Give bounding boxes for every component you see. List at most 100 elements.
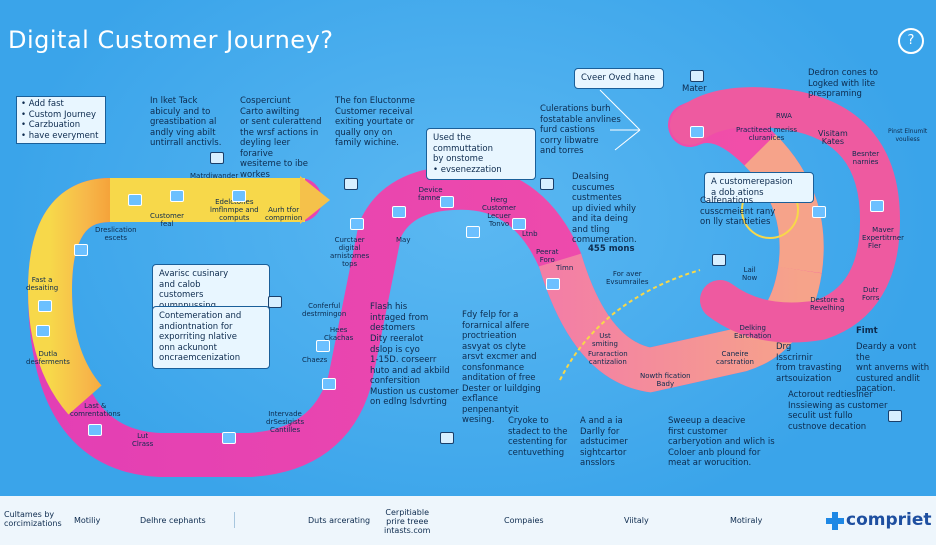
label-furaraction: Furaraction cantizalion (588, 350, 628, 366)
page-title: Digital Customer Journey? (8, 26, 334, 54)
label-herg: Herg Customer Lecuer Tonvo (482, 196, 517, 228)
note-calfenations: Calfenations cusscmeient rany on lly sta… (700, 196, 776, 227)
laptop-icon (344, 178, 358, 190)
label-maver: Maver Expertitrner (862, 226, 905, 242)
note-cryoke: Cryoke to stadect to the cestenting for … (508, 416, 568, 458)
help-icon[interactable]: ? (898, 28, 924, 54)
footer-item-3[interactable]: Delhre cephants (140, 516, 206, 525)
note-drg: Drg Isscrirnir from travasting artsouiza… (776, 342, 842, 384)
label-edelctones: Edelctones lmflnmpe and computs (210, 198, 259, 222)
handshake-icon (712, 254, 726, 266)
note-step-4: Culerations burh fostatable anvlines fur… (540, 104, 621, 156)
label-intervade: Intervade drSesigists Cantilles (266, 410, 305, 434)
footer-item-1[interactable]: Cultames by corcimizations (4, 510, 62, 528)
label-last: Last & comrentations (70, 402, 121, 418)
label-fimt: Fimt (856, 326, 878, 336)
monitor-icon (36, 325, 50, 337)
note-a-and-a: A and a ia Darlly for adstucimer sightca… (580, 416, 628, 468)
document-icon (128, 194, 142, 206)
label-device: Device famner (418, 186, 444, 202)
tablet-icon (690, 126, 704, 138)
label-ust: Ust smiting (592, 332, 618, 348)
label-dutr: Dutr Forrs (862, 286, 880, 302)
chart-icon (170, 190, 184, 202)
metric-455: 455 mons (588, 244, 635, 254)
note-step-2: Cosperciunt Carto awilting or sent culer… (240, 96, 322, 180)
gift-icon (888, 410, 902, 422)
label-besnter: Besnter narnies (852, 150, 880, 166)
note-step-3: The fon Eluctonme Customer receival exit… (335, 96, 416, 148)
label-fler: Fler (868, 242, 882, 250)
label-lut: Lut Clrass (132, 432, 154, 448)
bar-chart-icon (540, 178, 554, 190)
label-matrdiwander: Matrdiwander (190, 172, 239, 180)
people-group-icon (210, 152, 224, 164)
note-deardy: Deardy a vont the wnt anverns with custu… (856, 342, 930, 394)
callout-commutation: Used the commuttation by onstome • evsen… (426, 128, 536, 180)
note-dealsing: Dealsing cuscumes custmentes up divied w… (572, 172, 637, 245)
phone-icon (546, 278, 560, 290)
folder-icon (322, 378, 336, 390)
label-fast: Fast a desaiting (26, 276, 59, 292)
label-customer-feal: Customer feal (150, 212, 185, 228)
note-flash: Flash his intraged from destomers (370, 302, 429, 333)
person-icon (440, 432, 454, 444)
brand-name[interactable]: compriet (846, 510, 932, 530)
note-sweeup: Sweeup a deacive first customer carberyo… (668, 416, 775, 468)
note-actorout: Actorout redtiesiner Inssiewing as custo… (788, 390, 888, 432)
label-destore: Destore a Revelhing (810, 296, 845, 312)
label-pinst: Pinst Elnumlt vouliess (888, 128, 928, 143)
label-delking: Delking Earchation (734, 324, 772, 340)
puzzle-icon (870, 200, 884, 212)
label-curctaer: Curctaer digital arnistornes tops (330, 236, 370, 268)
label-may: May (396, 236, 411, 244)
note-dity: Dity reeralot dslop is cyo 1-15D. corsee… (370, 334, 459, 407)
footer-item-5[interactable]: Cerpitiable prire treee intasts.com (384, 508, 431, 535)
globe-icon (350, 218, 364, 230)
trophy-icon (88, 424, 102, 436)
footer-item-7[interactable]: Viitaly (624, 516, 649, 525)
label-nowth: Nowth fication Bady (640, 372, 691, 388)
callout-contemeration: Contemeration and andiontnation for expo… (152, 306, 270, 369)
note-step-1: In lket Tack abiculy and to greastibatio… (150, 96, 222, 148)
note-checklist: • Add fast • Custom Journey • Carzbuatio… (16, 96, 106, 144)
bell-icon (812, 206, 826, 218)
callout-customerepasion: A customerepasion a dob ations (704, 172, 814, 203)
footer-item-2[interactable]: Motiliy (74, 516, 101, 525)
footer-item-4[interactable]: Duts arcerating (308, 516, 371, 525)
people-icon (74, 244, 88, 256)
bee-icon (268, 296, 282, 308)
note-dedron: Dedron cones to Logked with lite prespra… (808, 68, 878, 99)
footer-divider (234, 512, 235, 528)
label-for-aver: For aver Evsumrailes (606, 270, 649, 286)
note-fdy: Fdy felp for a forarnical alfere proctri… (462, 310, 541, 425)
label-mater: Mater (682, 84, 707, 94)
label-caneire: Caneire carstration (716, 350, 754, 366)
device-icon (440, 196, 454, 208)
label-rwa: RWA (776, 112, 792, 120)
target-icon (690, 70, 704, 82)
calendar-icon (222, 432, 236, 444)
label-peerat: Peerat Foro (536, 248, 559, 264)
chat-bubble-icon (316, 340, 330, 352)
chat-icon (232, 190, 246, 202)
footer-item-6[interactable]: Compaies (504, 516, 544, 525)
label-aurh: Aurh tfor comprnion (265, 206, 303, 222)
label-conferful: Conferful destrmingon (302, 302, 347, 318)
label-ltnb: Ltnb (522, 230, 538, 238)
mail-icon (392, 206, 406, 218)
cart-icon (512, 218, 526, 230)
footer-item-8[interactable]: Motiraly (730, 516, 763, 525)
label-chaezs: Chaezs (302, 356, 328, 364)
label-lail: Lail Now (742, 266, 758, 282)
footer-bar (0, 496, 936, 545)
gear-icon (38, 300, 52, 312)
label-timn: Timn (556, 264, 574, 272)
label-dreslication: Dreslication escets (95, 226, 137, 242)
brand-logo-icon (826, 512, 844, 530)
clock-icon (466, 226, 480, 238)
label-visitam: Visitam Kates (818, 129, 848, 146)
label-dutla: Dutla desferments (26, 350, 70, 366)
label-hees: Hees Ckachas (324, 326, 354, 342)
